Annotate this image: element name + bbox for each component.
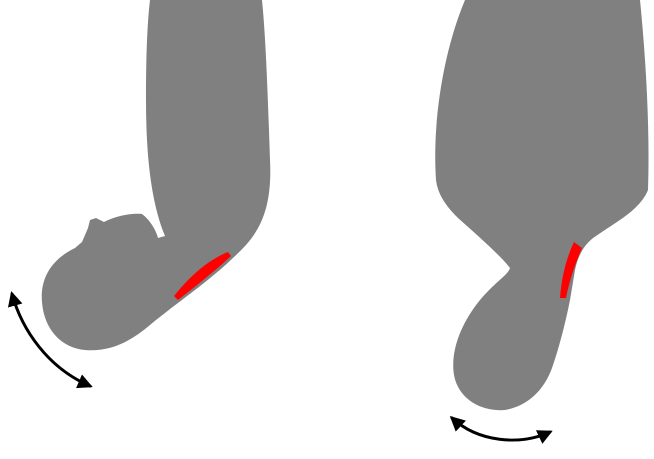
right-figure [435,0,648,410]
curved-double-arrow-icon [452,418,550,440]
left-limb-silhouette [42,0,271,350]
left-figure [42,0,271,350]
right-limb-silhouette [435,0,648,410]
